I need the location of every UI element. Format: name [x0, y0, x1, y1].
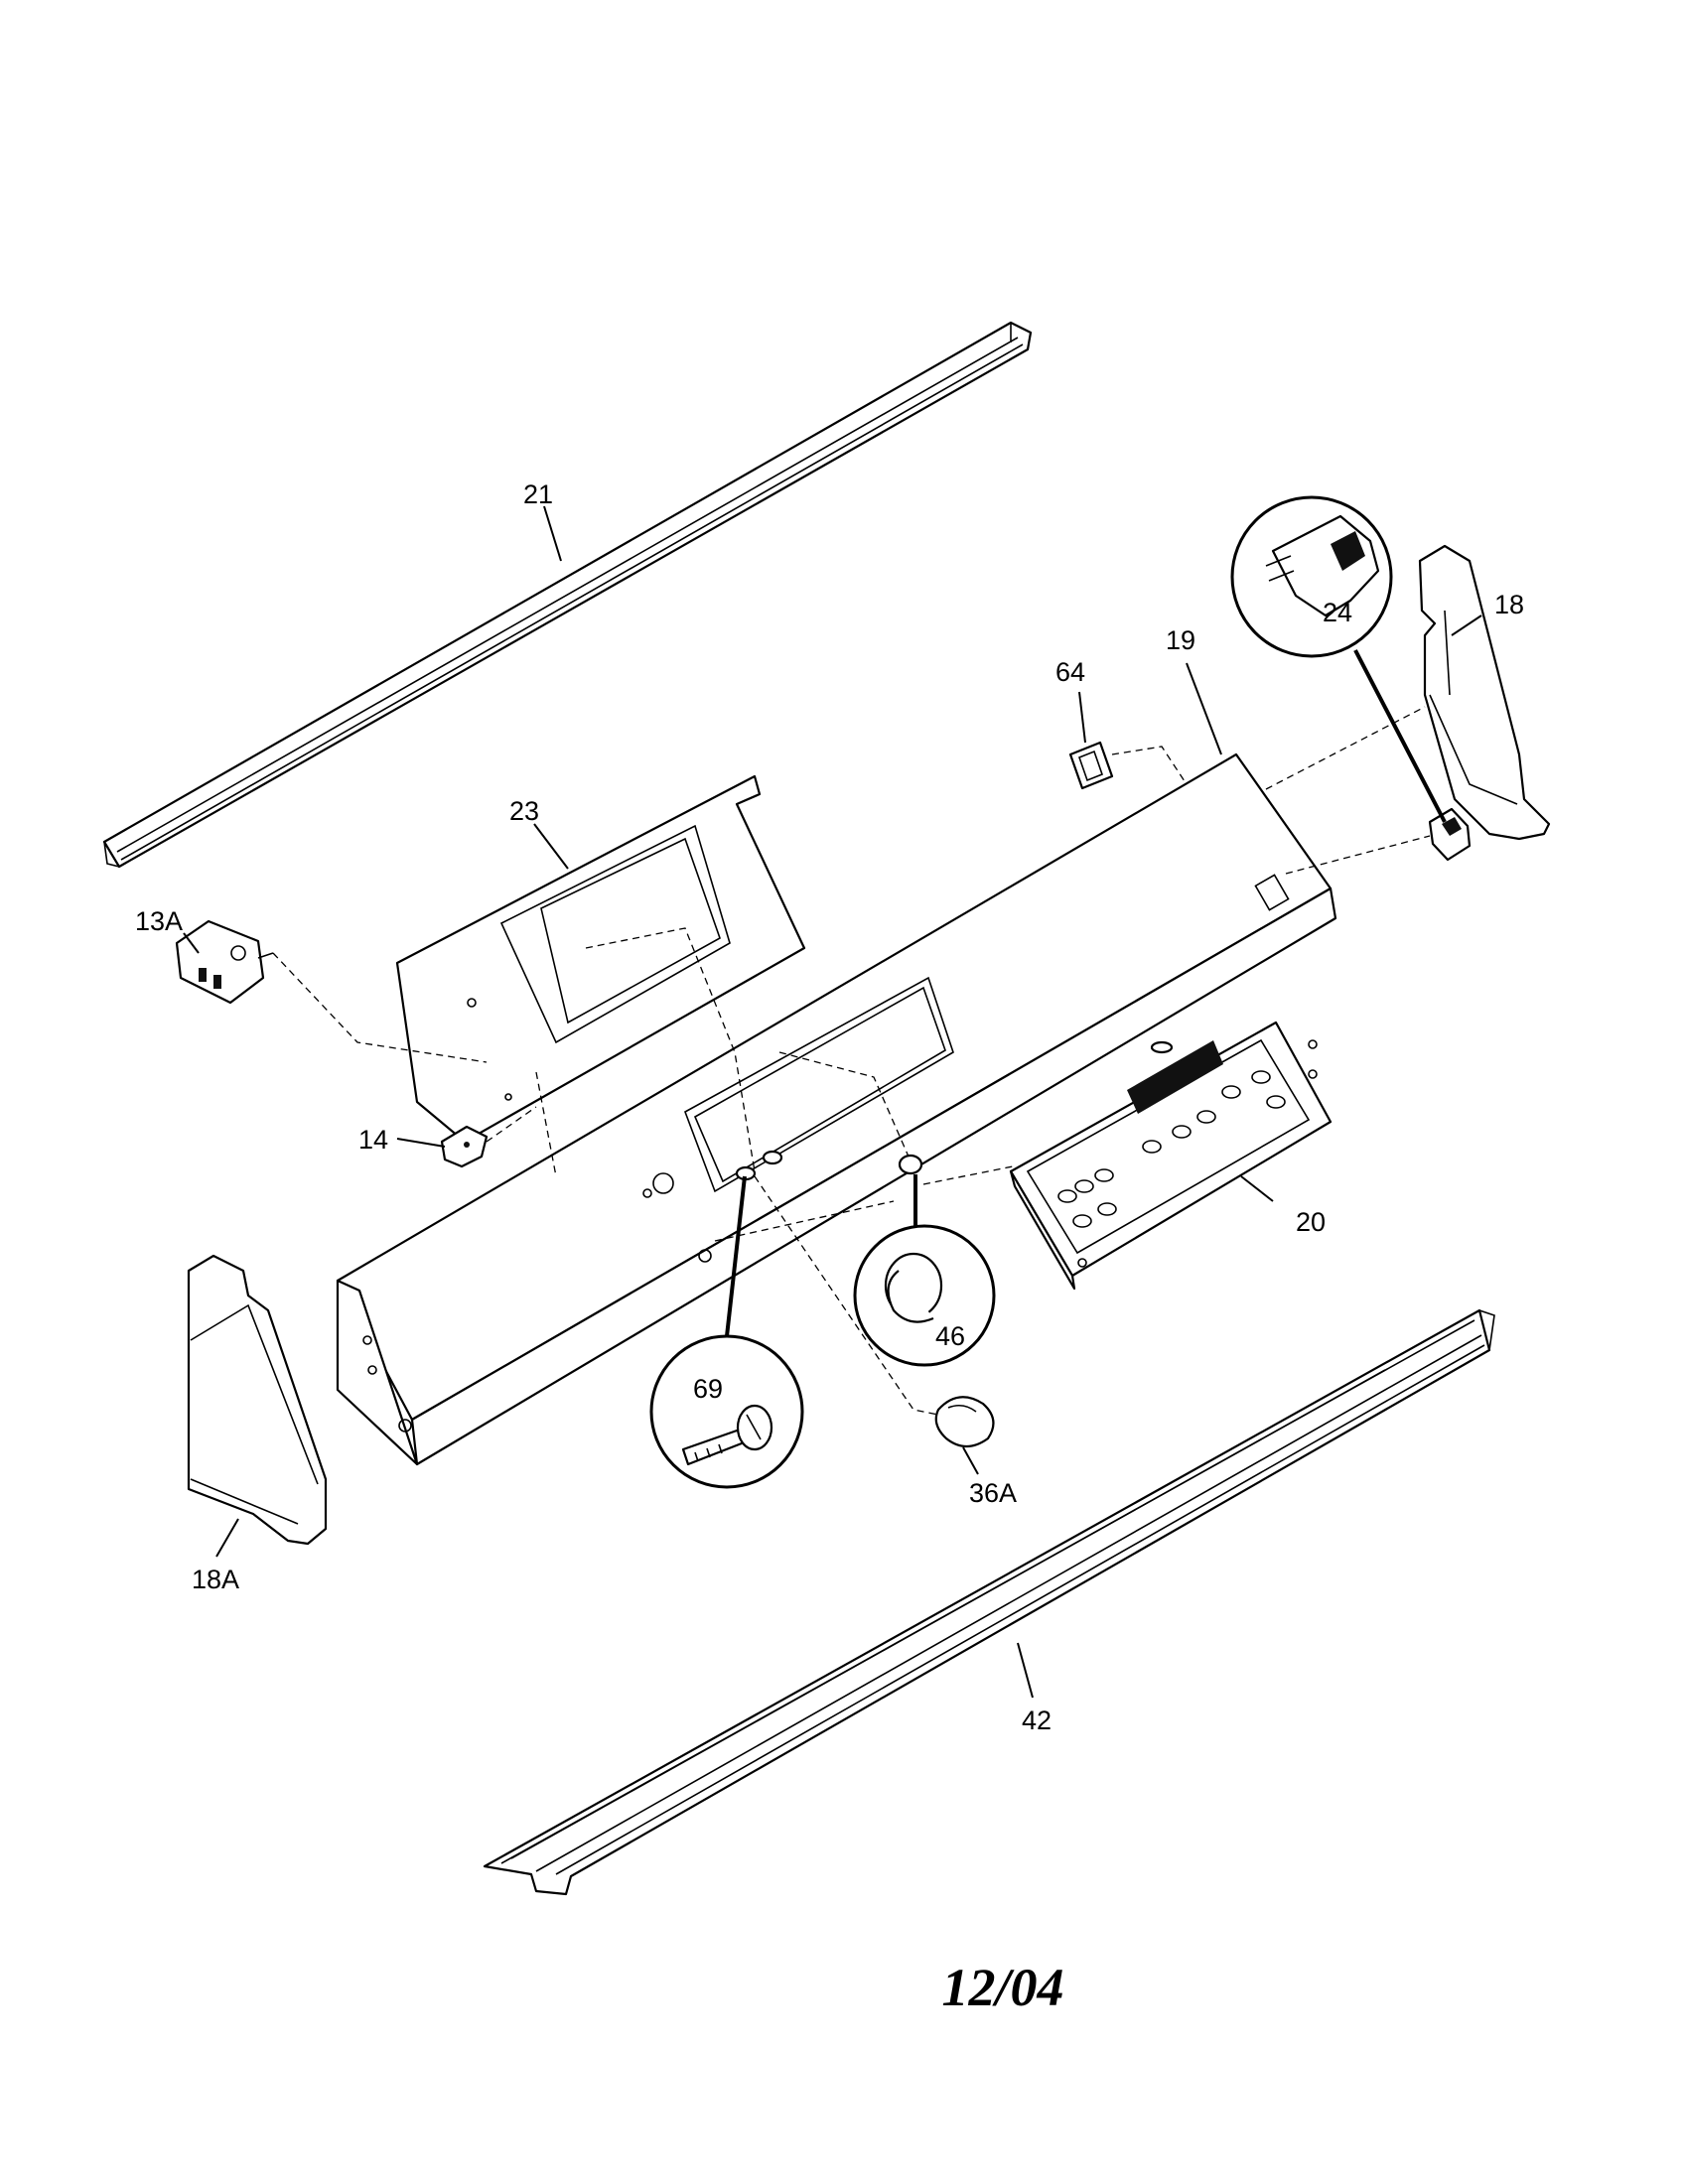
label-14: 14 [358, 1125, 388, 1155]
label-23: 23 [509, 796, 539, 826]
label-21: 21 [523, 479, 553, 509]
leader-lines [183, 505, 1482, 1699]
part-23-inner-panel [395, 774, 806, 1144]
part-64-indicator [1068, 741, 1114, 790]
part-14-component [440, 1125, 489, 1168]
assembly-lines [272, 706, 1431, 1416]
label-24: 24 [1323, 598, 1352, 627]
part-19-control-panel [336, 752, 1337, 1466]
callout-46 [853, 1174, 996, 1367]
part-13a-component [175, 919, 274, 1005]
part-18-right-endcap [1418, 544, 1551, 841]
part-36a-knob [934, 1396, 995, 1448]
date-code: 12/04 [941, 1958, 1063, 2017]
part-46-shaft [898, 1154, 923, 1175]
part-24-switch [1428, 807, 1472, 862]
label-42: 42 [1022, 1706, 1052, 1735]
callout-69 [649, 1175, 804, 1489]
part-21-top-trim [102, 321, 1033, 869]
label-18a: 18A [192, 1565, 239, 1594]
label-13a: 13A [135, 906, 183, 936]
label-18: 18 [1494, 590, 1524, 619]
label-36a: 36A [969, 1478, 1017, 1508]
label-19: 19 [1166, 625, 1195, 655]
part-42-bottom-rail [483, 1308, 1495, 1896]
label-46: 46 [935, 1321, 965, 1351]
label-69: 69 [693, 1374, 723, 1404]
part-18a-left-endcap [187, 1254, 328, 1546]
part-labels: 21 24 18 19 64 23 13A 14 20 46 69 36A 18… [135, 479, 1524, 1735]
label-64: 64 [1055, 657, 1085, 687]
label-20: 20 [1296, 1207, 1326, 1237]
callout-24 [1230, 495, 1447, 823]
part-20-clock-control [1009, 1021, 1333, 1291]
